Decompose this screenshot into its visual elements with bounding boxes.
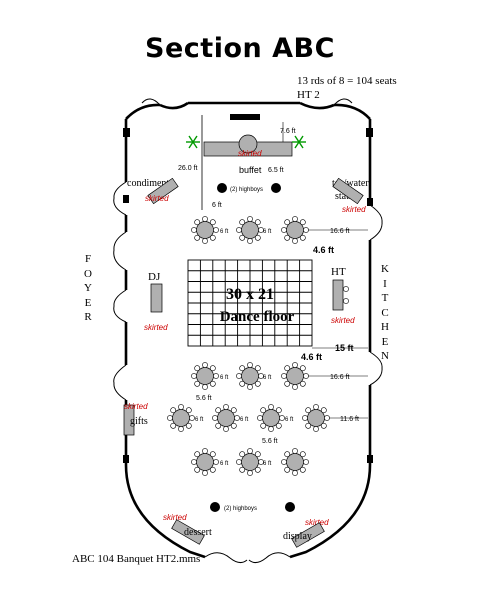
kitchen-letter: H [381,321,389,333]
gifts-label: gifts [130,416,148,427]
foyer-letter: O [84,267,92,280]
kitchen-letter: C [381,306,389,319]
dance-floor-label: Dance floor [220,309,295,325]
foyer-letter: Y [84,282,92,294]
dim-small: 6 ft [220,375,229,381]
round-table [191,362,219,390]
dim-26ft: 26.0 ft [178,165,198,172]
foyer-letter: F [84,253,92,265]
highboy-table [210,502,220,512]
dim-5-6ft-left: 5.6 ft [196,395,212,402]
dim-small: 6 ft [220,461,229,467]
dim-small: 6 ft [240,417,249,423]
dim-small: 6 ft [263,229,272,235]
gifts-table [123,404,135,436]
round-table [236,216,264,244]
file-name: ABC 104 Banquet HT2.mms [72,553,201,565]
buffet-table [201,115,293,210]
ht-skirted: skirted [331,316,355,325]
dim-4-6ft-top: 4.6 ft [313,245,334,255]
gifts-skirted: skirted [124,402,148,411]
round-table [236,362,264,390]
subtitle: HT 2 [297,89,320,101]
kitchen-letter: I [383,277,387,290]
kitchen-letter: T [381,292,389,304]
highboy-table [217,183,227,193]
highboy-table [285,502,295,512]
round-table [302,404,330,432]
highboy-table [271,183,281,193]
dim-16-6ft-top: 16.6 ft [330,228,350,235]
dj-label: DJ [148,271,161,283]
dance-floor [187,259,313,347]
foyer-label: F O Y E R [83,252,93,325]
dim-small: 6 ft [263,375,272,381]
chair [343,298,349,304]
highboys-label-top: (2) highboys [230,187,263,193]
round-table [236,448,264,476]
dim-11-6ft: 11.6 ft [340,416,359,423]
display-table [291,522,325,548]
kitchen-letter: N [381,350,389,362]
dim-small: 6 ft [195,417,204,423]
dim-7-6ft: 7.6 ft [280,128,296,135]
round-table [191,448,219,476]
round-table [212,404,240,432]
dance-floor-size: 30 x 21 [226,286,274,303]
dj-skirted: skirted [144,323,168,332]
kitchen-label: K I T C H E N [380,262,390,364]
dim-6ft: 6 ft [212,202,222,209]
seat-summary: 13 rds of 8 = 104 seats [297,75,397,87]
dim-15ft: 15 ft [335,343,354,353]
dessert-skirted: skirted [163,513,187,522]
kitchen-letter: K [381,263,389,275]
buffet-label: buffet [239,165,262,175]
tea-water-label: tea/water [332,178,369,189]
tea-water-table [332,177,364,205]
round-table [281,362,309,390]
dessert-label: dessert [184,527,212,538]
display-skirted: skirted [305,518,329,527]
palm-plant-icon [186,135,200,149]
condiments-label: condiments [127,178,173,189]
round-table [257,404,285,432]
dessert-table [171,519,205,545]
kitchen-letter: E [381,335,389,348]
dim-small: 6 ft [220,229,229,235]
round-table [281,216,309,244]
highboys-label-bottom: (2) highboys [224,506,257,512]
wall-pillars [123,114,373,463]
ht-label: HT [331,266,346,278]
buffet-skirted: skirted [238,149,262,158]
condiments-table [147,177,179,205]
foyer-letter: E [84,296,92,309]
round-table [167,404,195,432]
dim-6-5ft: 6.5 ft [268,167,284,174]
page-title: Section ABC [145,33,335,64]
round-table [281,448,309,476]
dim-small: 6 ft [263,461,272,467]
palm-plant-icon [292,135,306,149]
foyer-letter: R [84,311,92,323]
dim-small: 6 ft [285,417,294,423]
display-label: display [283,531,312,542]
dim-4-6ft-bottom: 4.6 ft [301,352,322,362]
condiments-skirted: skirted [145,194,169,203]
dim-16-6ft-bottom: 16.6 ft [330,374,350,381]
head-table [332,279,344,311]
round-table [191,216,219,244]
chair [343,286,349,292]
door-swings [113,98,383,564]
dj-table [150,283,163,313]
dim-5-6ft-right: 5.6 ft [262,438,278,445]
tea-water-skirted: skirted [342,205,366,214]
